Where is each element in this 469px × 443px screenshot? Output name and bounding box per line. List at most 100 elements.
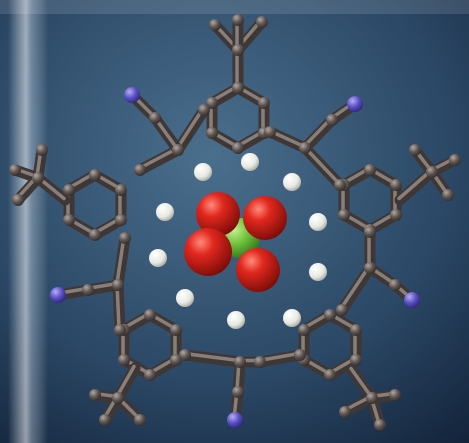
carbon-atom xyxy=(449,154,461,166)
carbon-atom xyxy=(366,392,378,404)
nitrogen-atom xyxy=(227,412,243,428)
carbon-atom xyxy=(169,354,182,366)
carbon-atom xyxy=(257,97,270,109)
carbon-atom xyxy=(374,419,386,431)
linker-bond-highlight xyxy=(257,351,301,363)
carbon-atom xyxy=(338,209,351,221)
oxygen-atom xyxy=(236,248,280,292)
carbon-atom xyxy=(112,279,124,291)
carbon-atom xyxy=(134,414,146,426)
carbon-atom xyxy=(179,349,191,361)
carbon-atom xyxy=(339,406,351,418)
hydrogen-atom xyxy=(227,311,245,329)
carbon-atom xyxy=(298,324,311,336)
carbon-atom xyxy=(254,356,266,368)
nitrogen-atom xyxy=(347,96,363,112)
carbon-atom xyxy=(389,179,402,191)
carbon-atom xyxy=(389,279,401,291)
carbon-atom xyxy=(364,164,376,176)
carbon-atom xyxy=(63,184,76,196)
hydrogen-atom xyxy=(309,213,327,231)
hydrogen-atom xyxy=(149,249,167,267)
cyano-bond xyxy=(299,114,338,154)
carbon-atom xyxy=(232,82,244,94)
hydrogen-atom xyxy=(309,263,327,281)
carbon-atom xyxy=(63,214,76,226)
carbon-atom xyxy=(232,386,244,398)
hydrogen-atom xyxy=(194,163,212,181)
carbon-atom xyxy=(364,226,376,238)
hydrogen-atom xyxy=(176,289,194,307)
hydrogen-atom xyxy=(156,203,174,221)
carbon-atom xyxy=(9,164,21,176)
carbon-atom xyxy=(114,324,126,336)
carbon-atom xyxy=(234,356,246,368)
carbon-atom xyxy=(334,179,346,191)
carbon-atom xyxy=(89,389,101,401)
carbon-atom xyxy=(114,214,127,226)
linker-bond-highlight xyxy=(175,106,205,151)
photo-glare xyxy=(8,0,48,443)
carbon-atom xyxy=(256,16,268,28)
nitrogen-atom xyxy=(50,287,66,303)
carbon-atom xyxy=(198,104,210,116)
carbon-atom xyxy=(232,142,244,154)
linker-bond xyxy=(134,144,184,176)
carbon-atom xyxy=(149,112,161,124)
carbon-atom xyxy=(144,369,156,381)
carbon-atom xyxy=(349,354,362,366)
hydrogen-atom xyxy=(241,153,259,171)
carbon-atom xyxy=(389,389,401,401)
nitrogen-atom xyxy=(124,87,140,103)
carbon-atom xyxy=(36,144,48,156)
hydrogen-atom xyxy=(283,309,301,327)
carbon-atom xyxy=(426,166,438,178)
carbon-atom xyxy=(264,126,276,138)
carbon-atom xyxy=(89,229,101,241)
cyano-bond-highlight xyxy=(302,116,333,149)
oxygen-atom xyxy=(196,192,240,236)
carbon-atom xyxy=(324,309,336,321)
nitrogen-atom xyxy=(404,292,420,308)
carbon-atom xyxy=(232,44,244,56)
atom-layer xyxy=(9,14,461,431)
linker-bond-highlight xyxy=(137,146,179,171)
carbon-atom xyxy=(206,127,219,139)
carbon-atom xyxy=(442,189,454,201)
carbon-atom xyxy=(389,209,402,221)
tbutyl-bond-highlight xyxy=(397,168,433,201)
linker-bond-highlight xyxy=(115,234,126,286)
linker-bond-highlight xyxy=(302,144,341,186)
carbon-atom xyxy=(12,194,24,206)
carbon-atom xyxy=(89,169,101,181)
tbutyl-bond-highlight xyxy=(349,366,373,399)
carbon-atom xyxy=(134,164,146,176)
tbutyl-bond-highlight xyxy=(115,364,136,399)
carbon-atom xyxy=(209,19,221,31)
carbon-atom xyxy=(206,97,219,109)
carbon-atom xyxy=(169,324,182,336)
carbon-atom xyxy=(99,414,111,426)
carbon-atom xyxy=(299,142,311,154)
linker-bond-highlight xyxy=(182,351,241,363)
carbon-atom xyxy=(409,144,421,156)
carbon-atom xyxy=(232,14,244,26)
carbon-atom xyxy=(364,262,376,274)
carbon-atom xyxy=(82,284,94,296)
carbon-atom xyxy=(118,354,131,366)
oxygen-atom xyxy=(184,228,232,276)
hydrogen-atom xyxy=(283,173,301,191)
oxygen-atom xyxy=(243,196,287,240)
linker-bond-highlight xyxy=(339,264,371,311)
carbon-atom xyxy=(336,304,348,316)
carbon-atom xyxy=(326,114,338,126)
tbutyl-bond xyxy=(394,166,438,206)
carbon-atom xyxy=(172,144,184,156)
photo-glare-top xyxy=(0,0,469,14)
carbon-atom xyxy=(114,184,127,196)
linker-bond-highlight xyxy=(115,281,121,331)
carbon-atom xyxy=(294,349,306,361)
carbon-atom xyxy=(112,392,124,404)
carbon-atom xyxy=(349,324,362,336)
